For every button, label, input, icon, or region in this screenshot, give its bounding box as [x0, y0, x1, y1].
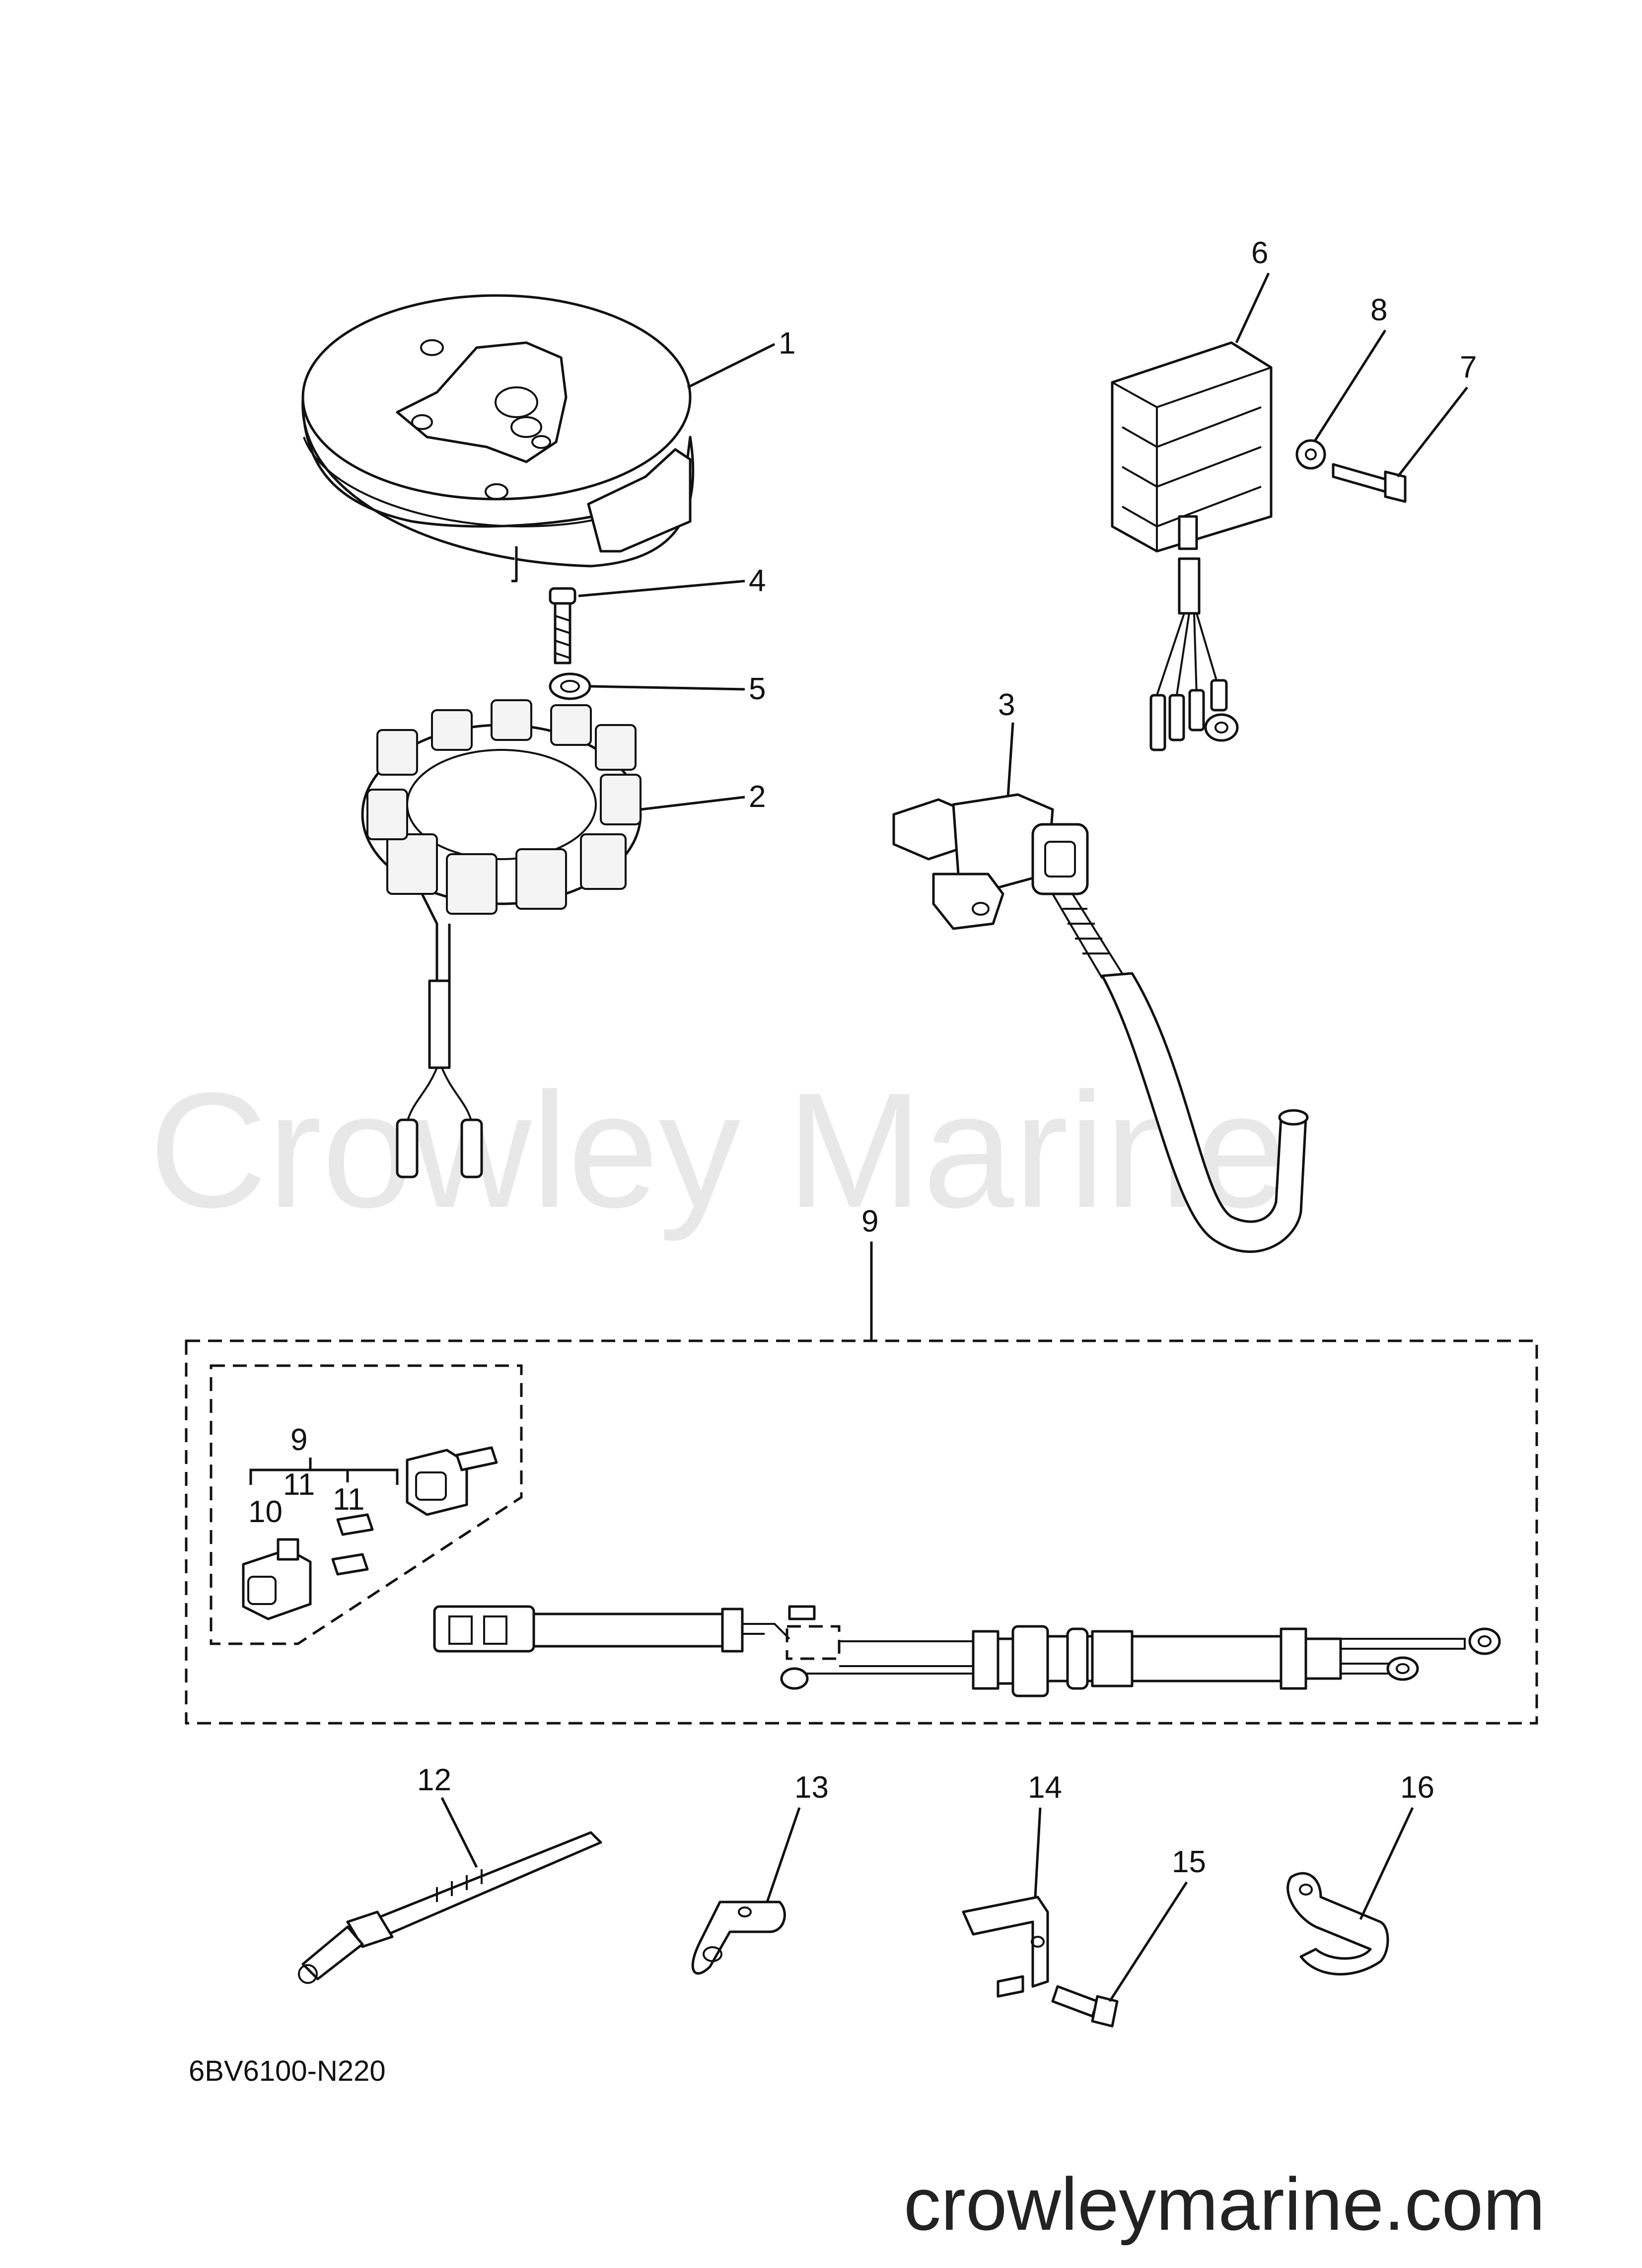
harness-cable	[433, 1605, 1501, 1697]
callout-6: 6	[1251, 236, 1268, 270]
part-9-connector	[406, 1446, 498, 1516]
callout-9-sub: 9	[290, 1423, 307, 1457]
part-16-clip	[1286, 1872, 1389, 1975]
connector-sub-box	[210, 1364, 523, 1645]
harness-dashed-box	[185, 1339, 1538, 1725]
callout-1: 1	[779, 326, 795, 361]
part-10-connector	[242, 1538, 312, 1620]
callout-7: 7	[1460, 350, 1477, 384]
leader-4	[578, 580, 745, 597]
watermark-text: Crowley Marine	[149, 1058, 1287, 1243]
callout-16: 16	[1400, 1770, 1434, 1805]
leader-14	[1034, 1807, 1042, 1898]
part-5-washer	[549, 672, 591, 700]
leader-2	[640, 796, 745, 811]
part-15-screw	[1051, 1985, 1119, 2028]
leader-16	[1359, 1807, 1414, 1920]
callout-13: 13	[794, 1770, 829, 1805]
leader-12	[440, 1797, 478, 1868]
part-13-clamp	[691, 1901, 786, 1975]
bracket-9	[249, 1458, 399, 1485]
part-14-bracket	[962, 1896, 1049, 1998]
diagram-code: 6BV6100-N220	[189, 2055, 386, 2087]
part-2-stator	[361, 699, 642, 1178]
leader-5	[590, 685, 745, 691]
part-11-terminal-a	[336, 1513, 374, 1536]
part-8-washer	[1295, 439, 1326, 470]
callout-14: 14	[1028, 1770, 1062, 1805]
leader-7	[1397, 386, 1468, 478]
part-6-rectifier	[1111, 341, 1273, 751]
leader-15	[1108, 1881, 1188, 2002]
leader-1	[687, 343, 776, 389]
part-12-cable-tie	[298, 1831, 602, 1984]
leader-13	[766, 1807, 801, 1902]
callout-5: 5	[749, 672, 766, 706]
part-7-bolt	[1332, 463, 1407, 503]
callout-11b: 11	[283, 1467, 315, 1502]
part-4-bolt	[549, 587, 576, 664]
part-3-sensor	[892, 793, 1309, 1253]
callout-4: 4	[749, 564, 766, 598]
callout-10: 10	[248, 1495, 283, 1529]
part-1-flywheel	[301, 294, 695, 583]
leader-6	[1235, 272, 1270, 344]
callout-9: 9	[861, 1204, 878, 1239]
leader-3	[1006, 722, 1014, 798]
callout-12: 12	[417, 1763, 451, 1797]
callout-3: 3	[998, 688, 1015, 722]
leader-8	[1313, 329, 1387, 442]
part-11-terminal-b	[331, 1553, 369, 1576]
callout-2: 2	[749, 780, 766, 814]
callout-15: 15	[1172, 1845, 1206, 1879]
callout-11a: 11	[333, 1482, 364, 1517]
callout-8: 8	[1370, 293, 1387, 327]
site-url[interactable]: crowleymarine.com	[904, 2162, 1545, 2246]
